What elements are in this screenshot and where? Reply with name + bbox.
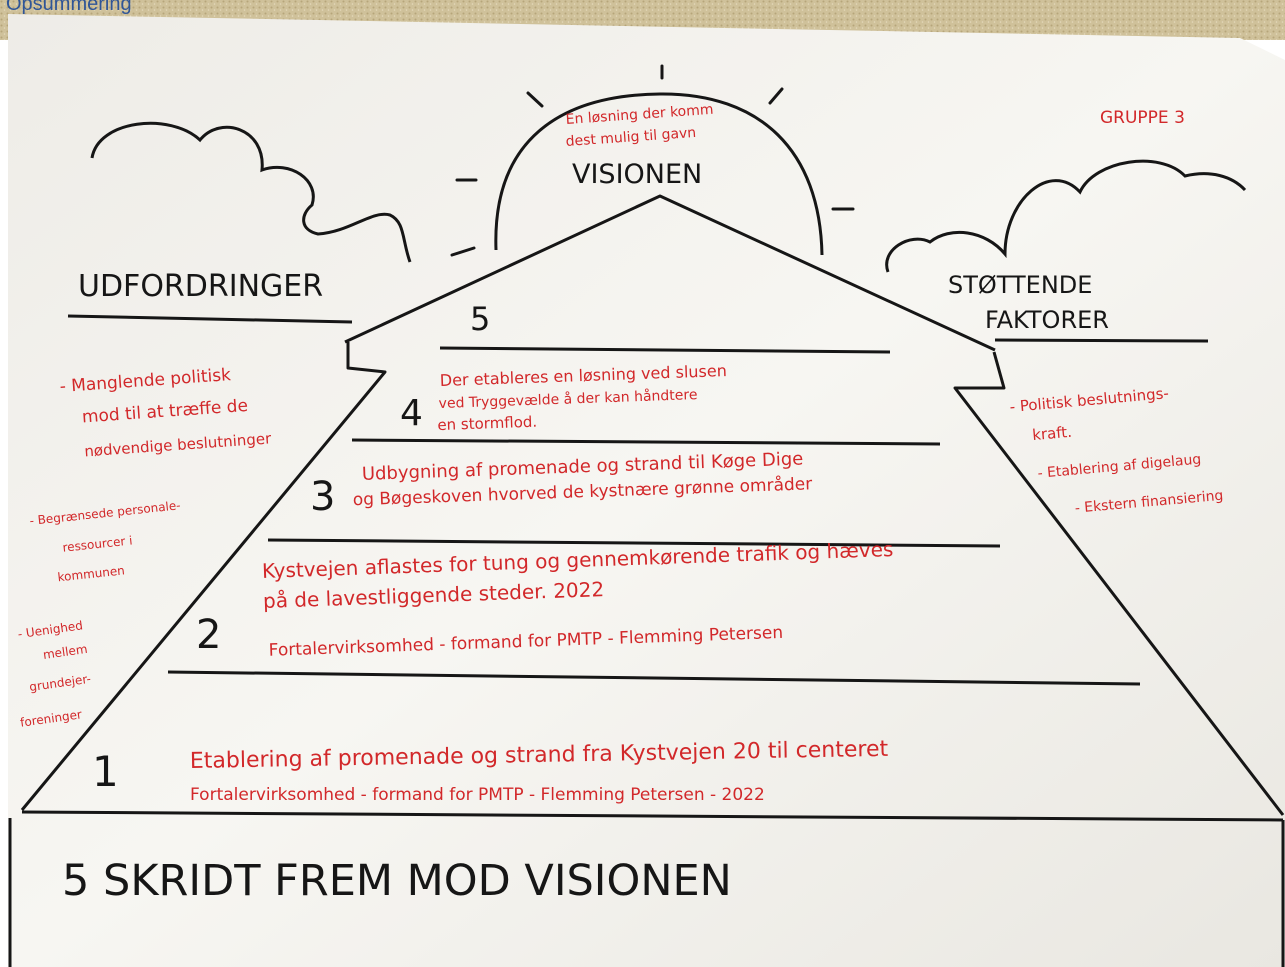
supporting-heading-line-1: STØTTENDE — [948, 271, 1092, 299]
step-2-number: 2 — [196, 612, 221, 658]
footer-title: 5 SKRIDT FREM MOD VISIONEN — [62, 856, 732, 906]
sun-dome — [494, 92, 824, 256]
step-1-number: 1 — [92, 747, 119, 796]
challenge-3-line-2: mellem — [42, 642, 88, 662]
step-5-number: 5 — [470, 300, 490, 338]
sun-rays — [450, 64, 855, 257]
step-dividers — [167, 346, 1141, 686]
challenges-heading: UDFORDRINGER — [78, 269, 323, 304]
step-1-line-2: Fortalervirksomhed - formand for PMTP - … — [190, 785, 765, 805]
challenges-underline — [67, 314, 353, 324]
step-4-number: 4 — [400, 393, 423, 434]
right-cloud — [885, 159, 1247, 273]
step-4-line-3: en stormflod. — [437, 413, 537, 434]
left-cloud — [90, 121, 412, 263]
step-3-number: 3 — [310, 474, 335, 520]
paper-sheet — [8, 14, 1285, 967]
vision-title: VISIONEN — [572, 159, 702, 190]
supporting-heading-line-2: FAKTORER — [985, 306, 1109, 334]
support-1-line-2: kraft. — [1031, 423, 1072, 444]
header-link[interactable]: Opsummering — [6, 0, 132, 15]
pyramid-outline — [8, 194, 1285, 967]
supporting-underline — [994, 338, 1209, 343]
group-label: GRUPPE 3 — [1100, 108, 1185, 128]
